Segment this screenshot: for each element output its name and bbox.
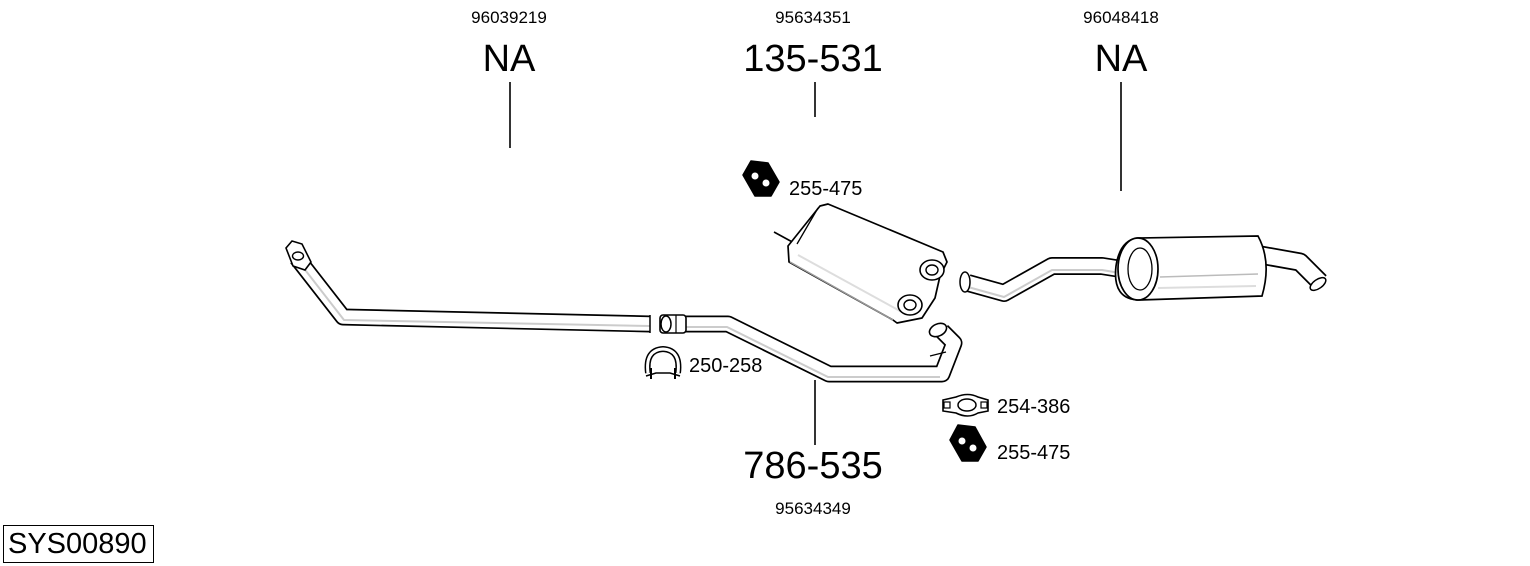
- system-code-box: SYS00890: [3, 525, 154, 563]
- accessory-label-mount-bottom[interactable]: 255-475: [997, 442, 1071, 464]
- rear-silencer-drawing[interactable]: [959, 235, 1328, 302]
- center-silencer-drawing[interactable]: [773, 203, 948, 324]
- oe-number-intermediate-pipe: 95634349: [775, 499, 851, 518]
- flange-clamp-icon[interactable]: [942, 393, 989, 417]
- accessory-label-mount-top[interactable]: 255-475: [789, 178, 863, 200]
- rubber-mount-icon[interactable]: [949, 424, 987, 462]
- rubber-mount-icon[interactable]: [742, 160, 780, 197]
- accessory-label-clamp[interactable]: 250-258: [689, 355, 763, 377]
- oe-number-center-silencer: 95634351: [775, 8, 851, 27]
- intermediate-pipe-drawing[interactable]: [659, 314, 963, 383]
- part-number-front-pipe[interactable]: NA: [482, 38, 536, 80]
- part-number-intermediate-pipe[interactable]: 786-535: [743, 445, 883, 487]
- oe-number-front-pipe: 96039219: [471, 8, 547, 27]
- accessory-label-flange-clamp[interactable]: 254-386: [997, 396, 1071, 418]
- u-clamp-icon[interactable]: [644, 345, 682, 379]
- front-pipe-drawing[interactable]: [285, 240, 651, 333]
- part-number-center-silencer[interactable]: 135-531: [743, 38, 883, 80]
- part-number-rear-silencer[interactable]: NA: [1094, 38, 1148, 80]
- oe-number-rear-silencer: 96048418: [1083, 8, 1159, 27]
